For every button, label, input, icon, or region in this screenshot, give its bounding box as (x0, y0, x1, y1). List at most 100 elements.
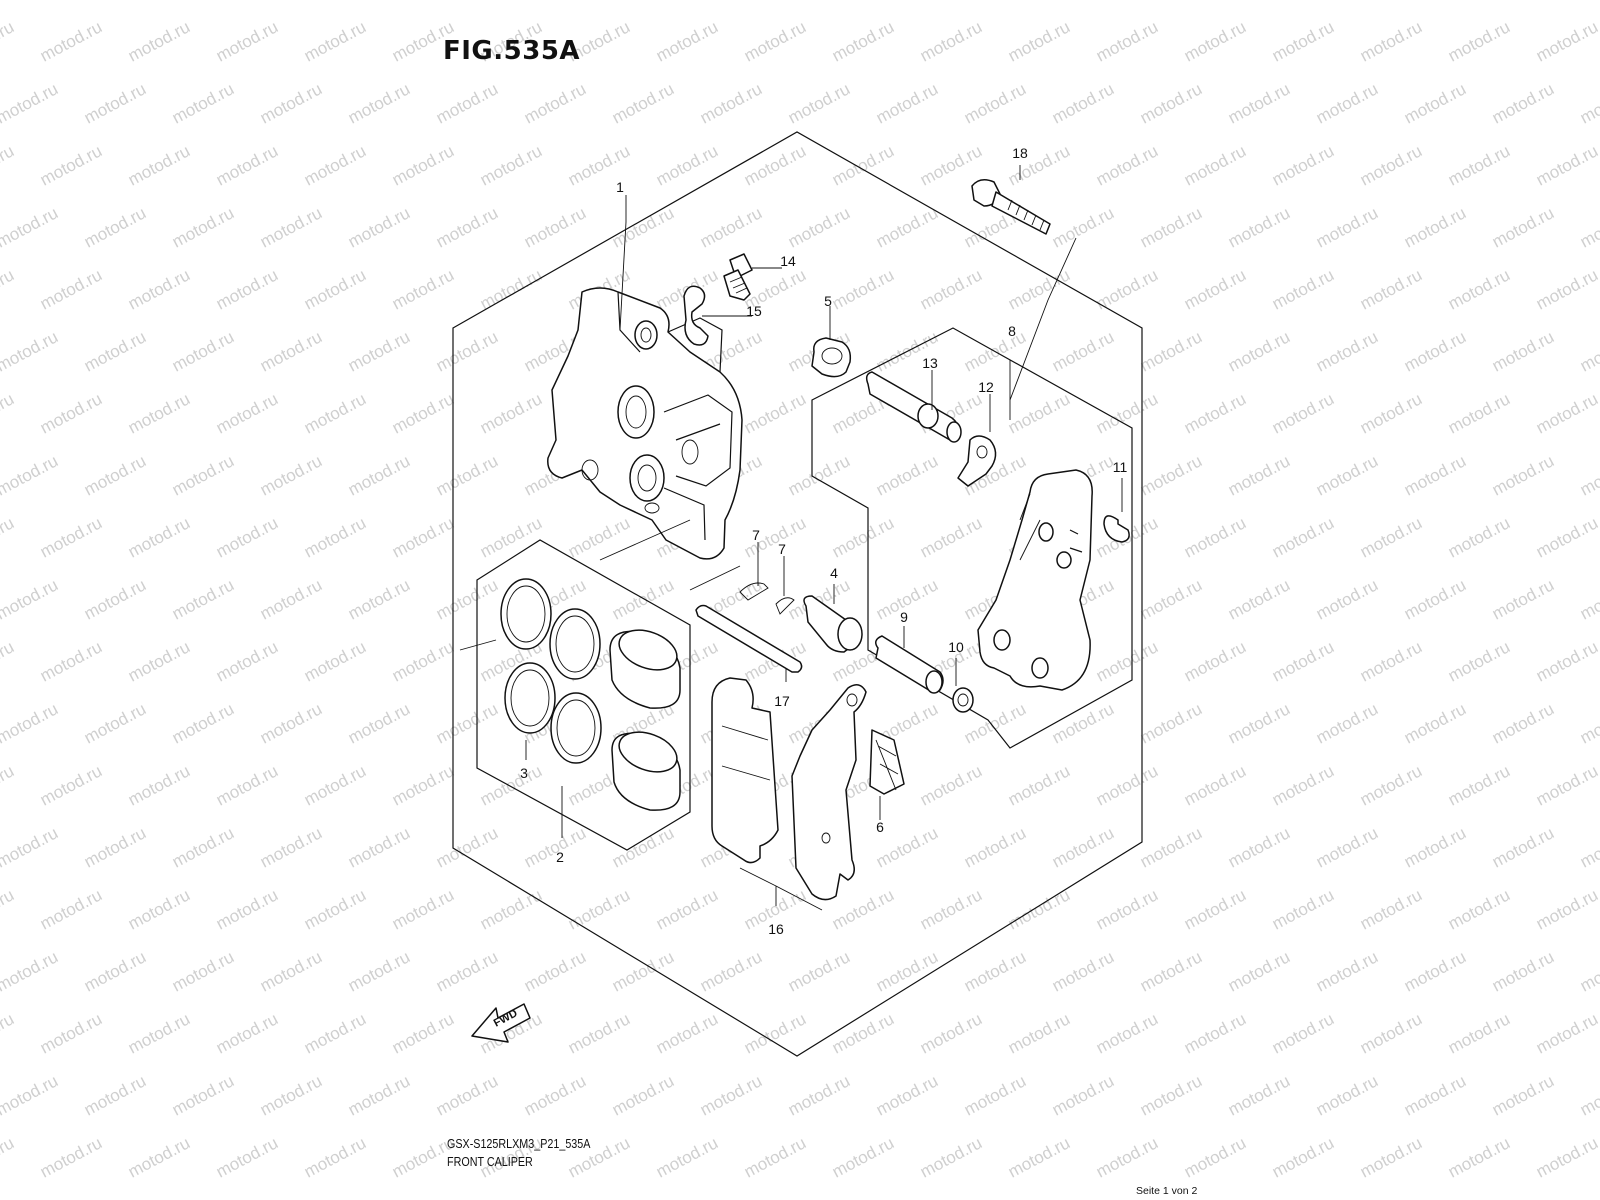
watermark-text: motod.ru (873, 451, 941, 499)
watermark-text: motod.ru (1445, 17, 1513, 65)
slide-pin-13 (865, 371, 962, 443)
watermark-text: motod.ru (1181, 141, 1249, 189)
watermark-text: motod.ru (0, 389, 17, 437)
watermark-text: motod.ru (1093, 141, 1161, 189)
watermark-text: motod.ru (1577, 1071, 1600, 1119)
watermark-text: motod.ru (169, 0, 237, 4)
watermark-text: motod.ru (169, 79, 237, 127)
watermark-text: motod.ru (433, 699, 501, 747)
pad-spring (869, 729, 905, 795)
watermark-text: motod.ru (1181, 637, 1249, 685)
watermark-text: motod.ru (0, 1195, 61, 1200)
seal-kit-outline (476, 539, 691, 851)
watermark-text: motod.ru (653, 1133, 721, 1181)
pistons (609, 629, 681, 811)
watermark-text: motod.ru (433, 327, 501, 375)
watermark-text: motod.ru (0, 0, 61, 4)
watermark-text: motod.ru (81, 79, 149, 127)
watermark-text: motod.ru (961, 1195, 1029, 1200)
watermark-text: motod.ru (1489, 327, 1557, 375)
watermark-text: motod.ru (1357, 17, 1425, 65)
watermark-text: motod.ru (1401, 699, 1469, 747)
watermark-text: motod.ru (1181, 761, 1249, 809)
watermark-text: motod.ru (917, 513, 985, 561)
watermark-text: motod.ru (1577, 823, 1600, 871)
watermark-text: motod.ru (609, 0, 677, 4)
watermark-text: motod.ru (0, 1133, 17, 1181)
watermark-text: motod.ru (1269, 389, 1337, 437)
watermark-text: motod.ru (609, 575, 677, 623)
watermark-text: motod.ru (609, 823, 677, 871)
watermark-text: motod.ru (785, 79, 853, 127)
watermark-text: motod.ru (81, 823, 149, 871)
watermark-text: motod.ru (169, 1071, 237, 1119)
callout-part-16: 16 (768, 921, 784, 937)
watermark-text: motod.ru (521, 0, 589, 4)
watermark-text: motod.ru (1049, 203, 1117, 251)
watermark-text: motod.ru (345, 1195, 413, 1200)
watermark-text: motod.ru (1269, 637, 1337, 685)
callout-part-13: 13 (922, 355, 938, 371)
watermark-text: motod.ru (1489, 699, 1557, 747)
watermark-text: motod.ru (81, 1071, 149, 1119)
watermark-text: motod.ru (213, 761, 281, 809)
mounting-bolt (971, 179, 1051, 235)
watermark-text: motod.ru (741, 1009, 809, 1057)
watermark-text: motod.ru (1313, 0, 1381, 4)
watermark-text: motod.ru (1005, 17, 1073, 65)
watermark-text: motod.ru (257, 699, 325, 747)
watermark-text: motod.ru (81, 575, 149, 623)
watermark-text: motod.ru (0, 79, 61, 127)
watermark-text: motod.ru (37, 265, 105, 313)
watermark-text: motod.ru (653, 1009, 721, 1057)
watermark-text: motod.ru (169, 699, 237, 747)
watermark-text: motod.ru (1137, 699, 1205, 747)
watermark-text: motod.ru (1225, 699, 1293, 747)
watermark-text: motod.ru (477, 141, 545, 189)
watermark-text: motod.ru (257, 1195, 325, 1200)
watermark-text: motod.ru (1313, 699, 1381, 747)
callout-part-17: 17 (774, 693, 790, 709)
slide-pin-9 (875, 635, 944, 694)
callout-part-4: 4 (830, 565, 838, 581)
callout-part-5: 5 (824, 293, 832, 309)
watermark-text: motod.ru (125, 761, 193, 809)
watermark-text: motod.ru (1489, 203, 1557, 251)
watermark-text: motod.ru (1489, 575, 1557, 623)
pin-boot (811, 337, 852, 378)
watermark-text: motod.ru (1313, 823, 1381, 871)
watermark-text: motod.ru (1269, 885, 1337, 933)
watermark-text: motod.ru (1401, 947, 1469, 995)
watermark-text: motod.ru (697, 79, 765, 127)
section-name: FRONT CALIPER (447, 1155, 533, 1169)
watermark-text: motod.ru (1357, 141, 1425, 189)
watermark-text: motod.ru (1445, 265, 1513, 313)
watermark-text: motod.ru (1401, 327, 1469, 375)
watermark-text: motod.ru (37, 761, 105, 809)
watermark-text: motod.ru (1357, 885, 1425, 933)
watermark-text: motod.ru (785, 1071, 853, 1119)
watermark-text: motod.ru (785, 451, 853, 499)
watermark-text: motod.ru (1049, 1071, 1117, 1119)
watermark-text: motod.ru (741, 17, 809, 65)
watermark-text: motod.ru (81, 947, 149, 995)
watermark-text: motod.ru (213, 1133, 281, 1181)
watermark-text: motod.ru (1049, 947, 1117, 995)
watermark-text: motod.ru (1489, 947, 1557, 995)
watermark-text: motod.ru (1533, 1133, 1600, 1181)
watermark-text: motod.ru (1093, 761, 1161, 809)
callout-part-18: 18 (1012, 145, 1028, 161)
watermark-text: motod.ru (917, 1133, 985, 1181)
watermark-text: motod.ru (1357, 1009, 1425, 1057)
watermark-text: motod.ru (37, 637, 105, 685)
watermark-text: motod.ru (0, 947, 61, 995)
watermark-text: motod.ru (1181, 389, 1249, 437)
watermark-text: motod.ru (829, 1009, 897, 1057)
watermark-text: motod.ru (1225, 327, 1293, 375)
watermark-text: motod.ru (257, 823, 325, 871)
watermark-text: motod.ru (1093, 637, 1161, 685)
watermark-text: motod.ru (1445, 1009, 1513, 1057)
watermark-text: motod.ru (301, 761, 369, 809)
watermark-text: motod.ru (1577, 1195, 1600, 1200)
